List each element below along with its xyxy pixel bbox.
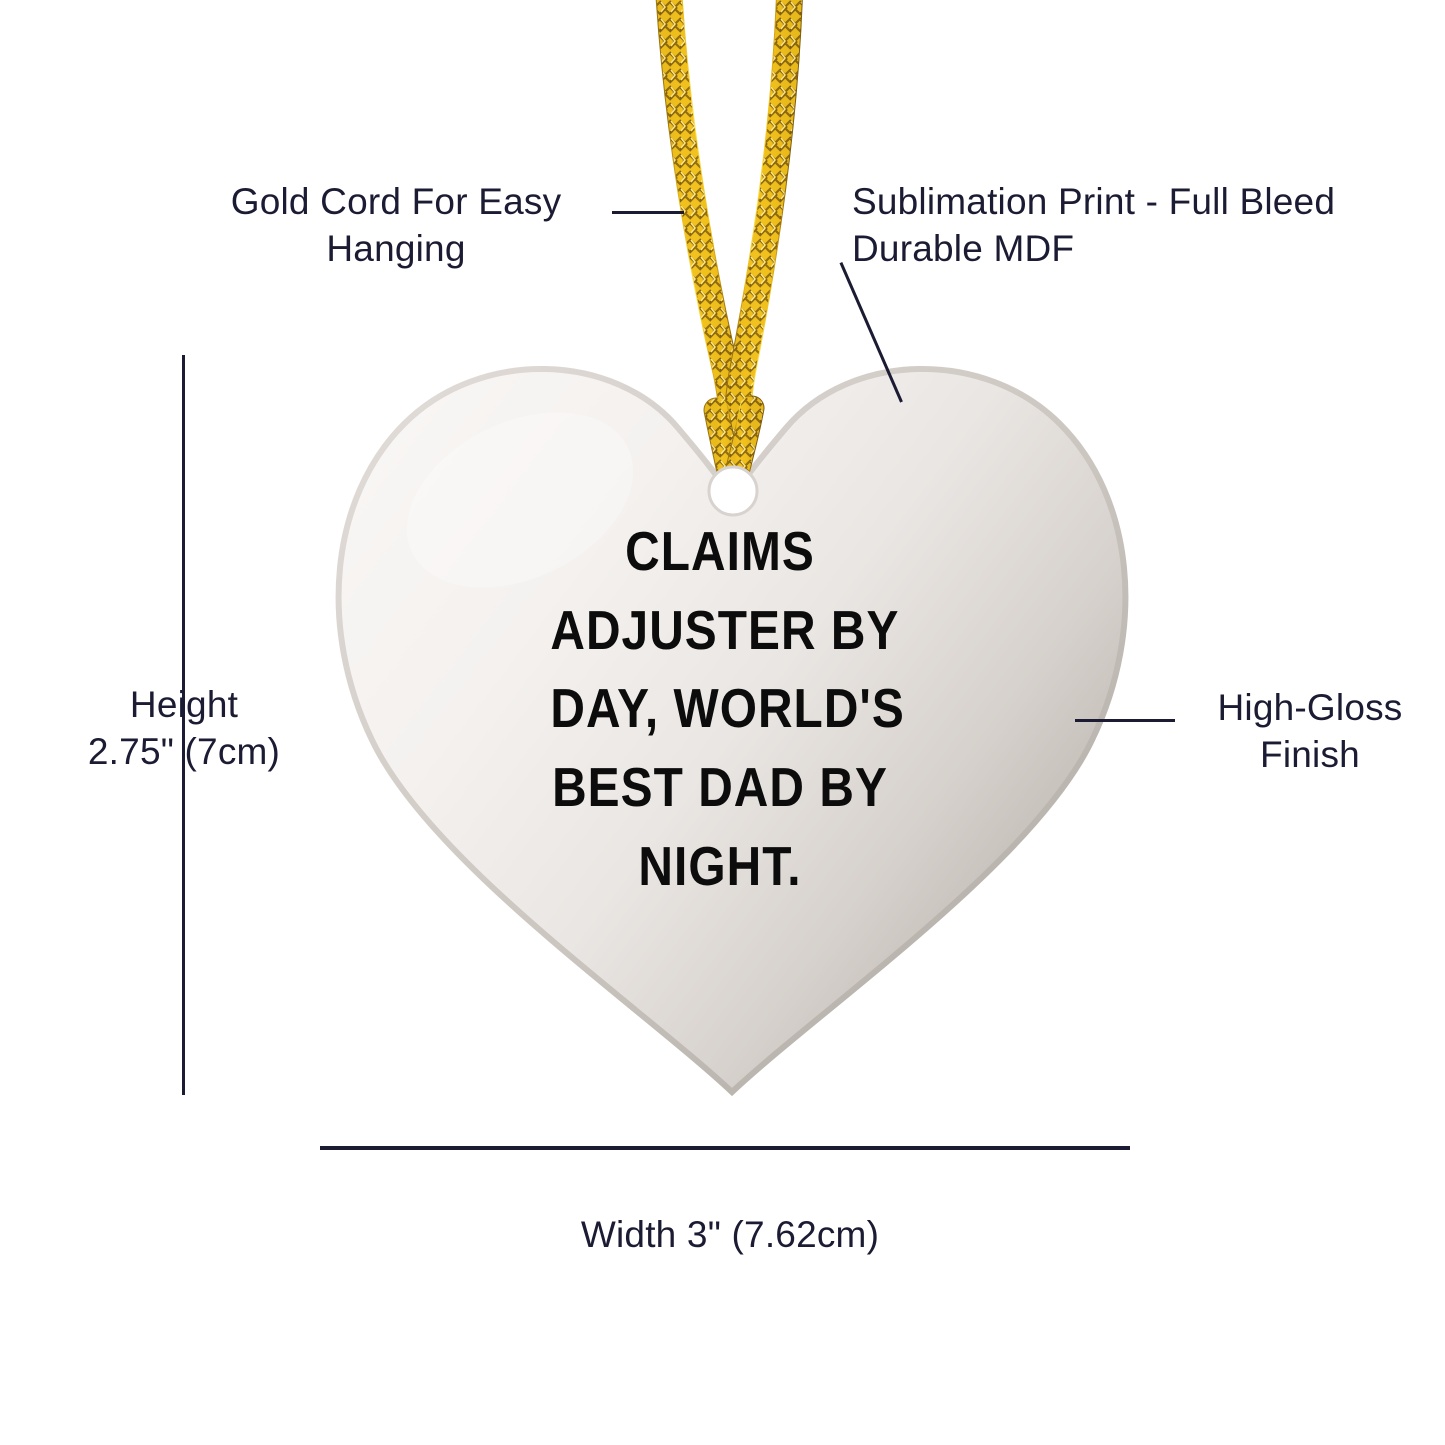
dimension-label-width: Width 3" (7.62cm)	[580, 1214, 880, 1255]
leader-line-gold-cord	[612, 211, 684, 214]
gold-cord-through-hole	[703, 395, 765, 499]
ornament-text-line: ADJUSTER BY	[550, 598, 900, 661]
hanging-hole	[707, 465, 759, 517]
ornament-text-line: CLAIMS	[625, 520, 815, 582]
dimension-line-width	[320, 1146, 1130, 1150]
dimension-label-height: Height 2.75" (7cm)	[87, 684, 281, 773]
ornament-text-line: BEST DAD BY	[552, 755, 888, 818]
ornament-printed-text: CLAIMS ADJUSTER BY DAY, WORLD'S BEST DAD…	[550, 512, 905, 905]
leader-line-high-gloss	[1075, 719, 1175, 722]
annotation-sublimation-print: Sublimation Print - Full Bleed Durable M…	[852, 181, 1336, 270]
gold-cord-left-strand	[655, 0, 749, 490]
dimension-line-height	[182, 355, 185, 1095]
annotation-high-gloss-finish: High-Gloss Finish	[1217, 687, 1403, 776]
ornament-text-line: DAY, WORLD'S	[550, 677, 905, 740]
gold-cord-right-strand	[721, 0, 803, 490]
annotation-gold-cord: Gold Cord For Easy Hanging	[230, 181, 562, 270]
ornament-text-line: NIGHT.	[638, 834, 802, 897]
leader-line-sublimation-print	[839, 262, 903, 403]
